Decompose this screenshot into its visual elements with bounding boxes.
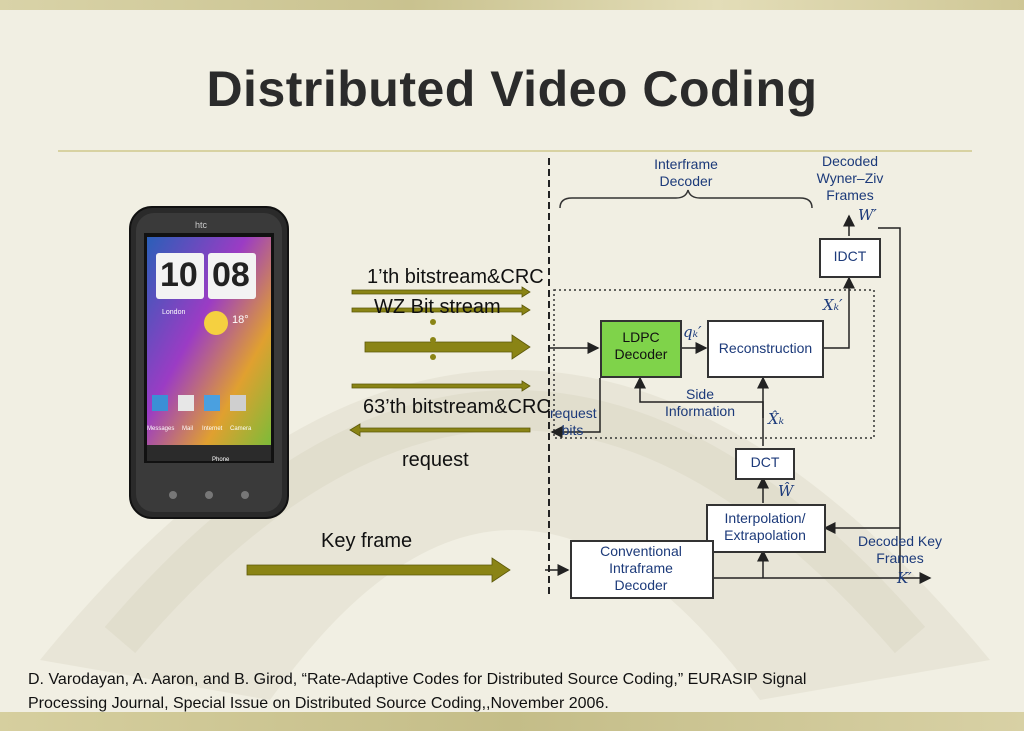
interpolation-label: Interpolation/ Extrapolation	[724, 510, 806, 543]
qk-prime-symbol: qₖ′	[683, 323, 702, 341]
xk-prime-symbol: Xₖ′	[823, 296, 843, 314]
phone-brand: htc	[195, 220, 208, 230]
phone-app-label: Messages	[147, 426, 175, 432]
w-hat-symbol: Ŵ	[778, 482, 794, 500]
dct-block	[735, 448, 795, 480]
wz-bitstream-label: WZ Bit stream	[374, 296, 501, 318]
decoded-key-frames-label: Decoded Key Frames	[857, 533, 943, 566]
conventional-decoder-block	[570, 540, 714, 599]
smartphone-illustration	[129, 206, 289, 519]
phone-clock-hours: 10	[160, 256, 198, 294]
top-decorative-band	[0, 0, 1024, 10]
key-frame-label: Key frame	[321, 530, 413, 552]
phone-clock-minutes: 08	[212, 256, 250, 294]
phone-temperature: 18°	[232, 314, 249, 326]
citation-line-1: D. Varodayan, A. Aaron, and B. Girod, “R…	[28, 671, 807, 688]
ldpc-decoder-block	[600, 320, 682, 378]
xk-hat-symbol: X̂ₖ	[768, 410, 785, 428]
idct-label: IDCT	[833, 248, 867, 264]
phone-dock-label: Phone	[212, 457, 230, 463]
dct-label: DCT	[750, 454, 780, 470]
decoded-wz-frames-label: Decoded Wyner–Ziv Frames	[816, 153, 884, 203]
phone-city: London	[162, 309, 186, 316]
phone-app-label: Mail	[182, 426, 194, 432]
request-label: request	[402, 449, 469, 471]
reconstruction-label: Reconstruction	[718, 340, 813, 356]
reconstruction-block	[707, 320, 824, 378]
slide-title: Distributed Video Coding	[206, 61, 818, 117]
bottom-decorative-band	[0, 712, 1024, 731]
k-prime-symbol: K′	[897, 569, 912, 587]
first-bitstream-label: 1’th bitstream&CRC	[367, 266, 544, 288]
citation-line-2: Processing Journal, Special Issue on Dis…	[28, 695, 609, 712]
interpolation-block	[706, 504, 826, 553]
side-information-label: Side Information	[664, 386, 736, 419]
idct-block	[819, 238, 881, 278]
request-bits-label: request bits	[550, 405, 597, 438]
phone-app-label: Camera	[230, 426, 252, 432]
phone-app-label: Internet	[202, 426, 223, 432]
ldpc-decoder-label: LDPC Decoder	[614, 329, 668, 362]
interframe-decoder-label: Interframe Decoder	[654, 156, 718, 189]
last-bitstream-label: 63’th bitstream&CRC	[363, 396, 551, 418]
w-prime-symbol: W′	[858, 206, 877, 224]
citation: D. Varodayan, A. Aaron, and B. Girod, “R…	[28, 668, 988, 716]
conventional-decoder-label: Conventional Intraframe Decoder	[600, 543, 682, 593]
title-divider	[58, 150, 972, 152]
